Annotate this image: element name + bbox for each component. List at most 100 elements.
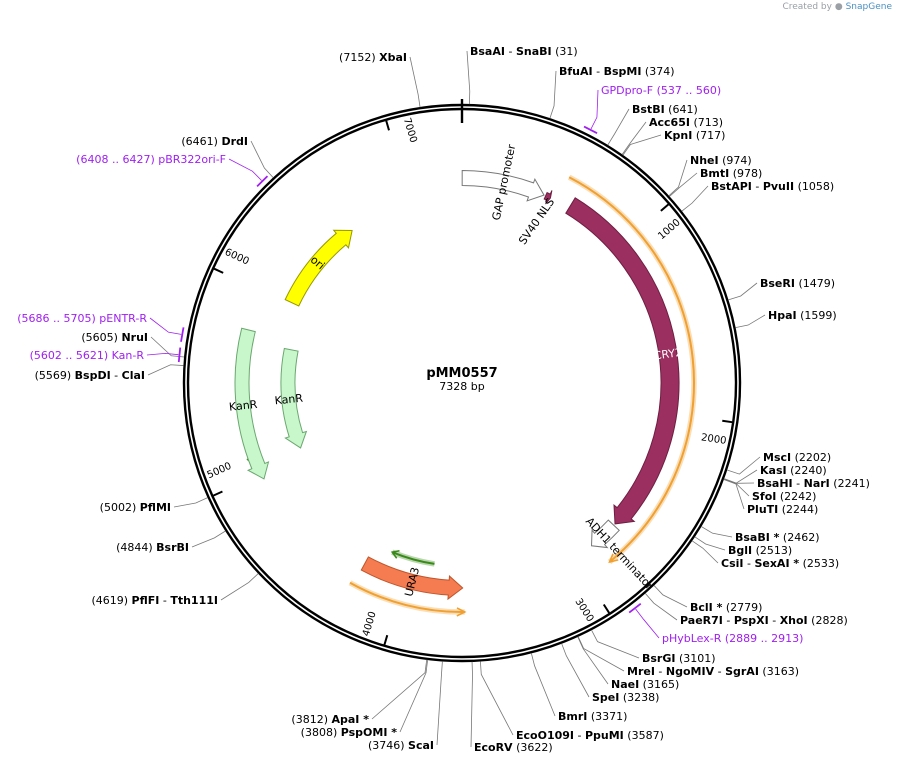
site-text: (374) (641, 65, 674, 78)
enzyme-name: PpuMI (585, 729, 624, 742)
site-bmri[interactable]: BmrI (3371) (530, 653, 627, 723)
site-text: (4619) (91, 594, 131, 607)
primer-0[interactable]: GPDpro-F (537 .. 560) (583, 84, 721, 134)
ura3-orf (349, 581, 465, 613)
feature-cry2[interactable]: CRY2 (565, 197, 683, 525)
site-text: - (714, 665, 725, 678)
site-bsahi-nari[interactable]: BsaHI - NarI (2241) (723, 477, 870, 490)
site-label: (3808) PspOMI * (301, 726, 398, 739)
feature-label: CRY2 (653, 346, 683, 363)
feature-kanr-outer[interactable]: KanR (228, 327, 270, 480)
site-mrei-ngomiv-sgrai[interactable]: MreI - NgoMIV - SgrAI (3163) (577, 636, 799, 678)
site-pflmi[interactable]: (5002) PflMI (100, 497, 208, 514)
site-msci[interactable]: MscI (2202) (726, 451, 831, 475)
site-bseri[interactable]: BseRI (1479) (728, 277, 835, 301)
site-hpai[interactable]: HpaI (1599) (735, 309, 837, 329)
site-text: (3163) (759, 665, 799, 678)
site-nhei[interactable]: NheI (974) (668, 154, 752, 197)
tick-mark (602, 603, 611, 614)
site-text: (2828) (808, 614, 848, 627)
site-label: PaeR7I - PspXI - XhoI (2828) (680, 614, 848, 627)
site-text: (713) (690, 116, 723, 129)
site-naei[interactable]: NaeI (3165) (577, 636, 680, 691)
enzyme-name: KpnI (664, 129, 692, 142)
site-text: (2533) (799, 557, 839, 570)
enzyme-name: Acc65I (649, 116, 690, 129)
site-text: (3371) (587, 710, 627, 723)
site-bmti[interactable]: BmtI (978) (669, 167, 762, 197)
site-acc65i[interactable]: Acc65I (713) (621, 116, 723, 155)
site-bspdi-clai[interactable]: (5569) BspDI - ClaI (35, 364, 184, 382)
feature-ura3[interactable]: URA3 (360, 556, 464, 601)
site-bgli[interactable]: BglI (2513) (694, 536, 792, 557)
primer-4[interactable]: (6408 .. 6427) pBR322ori-F (76, 153, 269, 187)
tick-mark (385, 120, 390, 131)
site-bcli[interactable]: BclI * (2779) (653, 585, 762, 614)
site-scai[interactable]: (3746) ScaI (368, 661, 443, 752)
enzyme-name: XhoI (780, 614, 808, 627)
feature-label: SV40 NLS (516, 196, 557, 247)
feature-gap-promoter[interactable]: GAP promoter (461, 143, 545, 222)
primer-mark (256, 175, 269, 187)
enzyme-name: BspDI (75, 369, 111, 382)
site-pspomi[interactable]: (3808) PspOMI * (301, 659, 429, 739)
site-bsrbi[interactable]: (4844) BsrBI (116, 530, 226, 554)
site-sfoi[interactable]: SfoI (2242) (723, 478, 817, 503)
site-bstapi-pvuii[interactable]: BstAPI - PvuII (1058) (681, 180, 834, 212)
site-bsrgi[interactable]: BsrGI (3101) (591, 629, 716, 665)
site-text: (974) (719, 154, 752, 167)
site-label: BsrGI (3101) (642, 652, 716, 665)
site-xbai[interactable]: (7152) XbaI (339, 51, 421, 108)
site-leader-line (577, 636, 625, 672)
primer-leader-line (228, 158, 262, 181)
credit-brand: SnapGene (845, 2, 892, 12)
site-leader-line (409, 56, 421, 108)
site-label: NaeI (3165) (611, 678, 679, 691)
site-leader-line (728, 282, 758, 301)
feature-ori[interactable]: ori (284, 229, 353, 307)
site-text: (978) (729, 167, 762, 180)
site-bstbi[interactable]: BstBI (641) (607, 103, 698, 146)
enzyme-name: PspOMI * (341, 726, 398, 739)
site-kasi[interactable]: KasI (2240) (723, 464, 827, 484)
feature-arrow (461, 169, 545, 202)
enzyme-name: XbaI (379, 51, 407, 64)
site-leader-line (577, 636, 609, 685)
primer-3[interactable]: (5686 .. 5705) pENTR-R (17, 312, 185, 342)
site-pflfi-tth111i[interactable]: (4619) PflFI - Tth111I (91, 573, 259, 607)
enzyme-name: HpaI (768, 309, 797, 322)
enzyme-name: SexAI * (754, 557, 799, 570)
tick-mark (213, 267, 224, 274)
site-label: BmtI (978) (700, 167, 762, 180)
tick-mark (212, 490, 223, 497)
ura3-orf-arrowhead (456, 607, 467, 617)
site-bfuai-bspmi[interactable]: BfuAI - BspMI (374) (549, 65, 675, 119)
primer-1[interactable]: pHybLex-R (2889 .. 2913) (628, 602, 803, 645)
site-spei[interactable]: SpeI (3238) (561, 643, 660, 704)
feature-arrow (234, 327, 270, 480)
site-leader-line (250, 140, 274, 178)
site-pluti[interactable]: PluTI (2244) (723, 479, 819, 516)
site-drdi[interactable]: (6461) DrdI (181, 135, 274, 178)
site-leader-line (591, 629, 640, 659)
site-text: (1058) (794, 180, 834, 193)
site-ecoo109i-ppumi[interactable]: EcoO109I - PpuMI (3587) (480, 661, 664, 742)
site-bsabi[interactable]: BsaBI * (2462) (701, 526, 820, 544)
site-bsaai-snabi[interactable]: BsaAI - SnaBI (31) (466, 45, 578, 105)
feature-kanr-inner[interactable]: KanR (274, 347, 308, 449)
site-label: BfuAI - BspMI (374) (559, 65, 675, 78)
site-text: (2241) (830, 477, 870, 490)
enzyme-name: BsaBI * (735, 531, 780, 544)
primer-2[interactable]: (5602 .. 5621) Kan-R (30, 347, 182, 363)
site-label: BsaHI - NarI (2241) (757, 477, 870, 490)
feature-sv40-nls[interactable]: SV40 NLS (516, 190, 557, 247)
site-ecorv[interactable]: EcoRV (3622) (470, 661, 553, 754)
site-text: - (793, 477, 804, 490)
site-paer7i-pspxi-xhoi[interactable]: PaeR7I - PspXI - XhoI (2828) (644, 593, 848, 627)
site-csii-sexai[interactable]: CsiI - SexAI * (2533) (691, 540, 839, 570)
site-text: - (505, 45, 516, 58)
feature-arrow (565, 197, 680, 525)
site-kpni[interactable]: KpnI (717) (622, 129, 725, 156)
tick-mark (383, 634, 389, 646)
site-apai[interactable]: (3812) ApaI * (291, 659, 428, 726)
